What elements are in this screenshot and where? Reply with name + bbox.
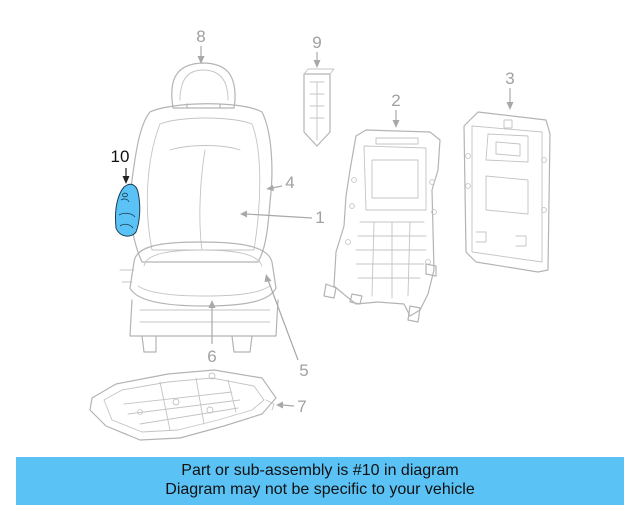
seat-back-part xyxy=(129,103,273,263)
banner-line-part-number: Part or sub-assembly is #10 in diagram xyxy=(181,462,459,479)
cushion-frame-part xyxy=(89,369,277,441)
seat-frame-part xyxy=(119,269,279,353)
callout-5: 5 xyxy=(299,361,308,380)
seat-back-frame-part xyxy=(323,129,441,323)
callout-4: 4 xyxy=(285,173,294,192)
seat-cushion-part xyxy=(129,241,277,307)
guide-clip-part xyxy=(303,68,335,147)
rear-back-panel-part xyxy=(463,111,551,273)
callout-2: 2 xyxy=(391,91,400,110)
callout-10: 10 xyxy=(111,147,130,166)
callout-1: 1 xyxy=(315,208,324,227)
callout-7: 7 xyxy=(297,397,306,416)
callout-8: 8 xyxy=(196,27,205,46)
exploded-seat-diagram: 8 9 2 3 4 1 5 6 7 10 xyxy=(89,27,551,441)
banner-line-disclaimer: Diagram may not be specific to your vehi… xyxy=(165,481,475,498)
side-shield-part-10 xyxy=(115,183,141,237)
callout-6: 6 xyxy=(207,347,216,366)
headrest-part xyxy=(171,62,236,109)
leader-lines xyxy=(122,46,514,409)
callout-3: 3 xyxy=(505,69,514,88)
callout-9: 9 xyxy=(312,33,321,52)
info-banner: Part or sub-assembly is #10 in diagram D… xyxy=(16,457,624,505)
